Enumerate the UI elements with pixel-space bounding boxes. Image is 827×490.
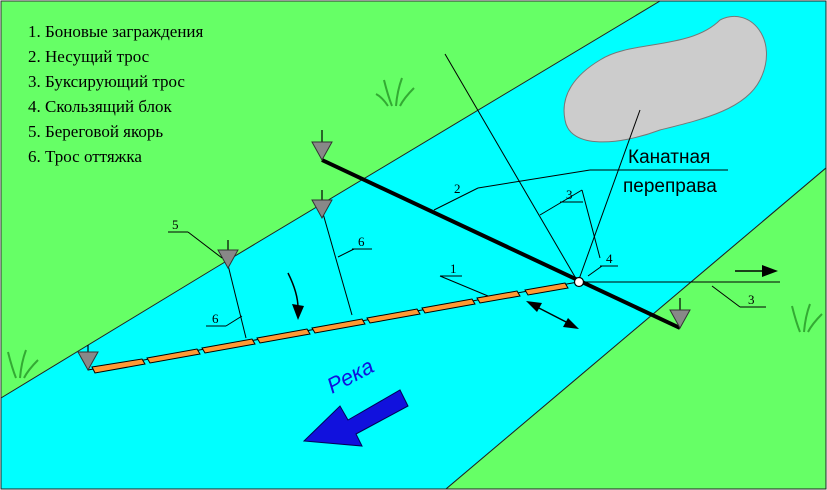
callout-towing-rope-upper: 3 <box>539 187 601 259</box>
legend-item: 4. Скользящий блок <box>28 97 173 116</box>
right-bank <box>444 166 827 490</box>
callout-guy-rope-lower: 6 <box>206 311 243 327</box>
guy-rope <box>227 264 247 339</box>
shore-anchor-icon <box>217 240 239 270</box>
svg-text:2: 2 <box>454 181 461 196</box>
boom-segment <box>256 328 311 344</box>
svg-text:1: 1 <box>450 261 457 276</box>
callout-shore-anchor: 5 <box>168 217 223 259</box>
svg-text:3: 3 <box>748 292 755 307</box>
legend-item: 6. Трос оттяжка <box>28 147 142 166</box>
legend-item: 1. Боновые заграждения <box>28 22 204 41</box>
sliding-block-icon <box>573 276 585 288</box>
river-flow-arrow-icon <box>302 389 409 447</box>
svg-text:6: 6 <box>358 234 365 249</box>
shore-anchor-icon <box>77 345 99 372</box>
shore-anchor-icon <box>669 298 691 330</box>
construction-line <box>444 53 579 283</box>
diagram-title-line2: переправа <box>623 176 717 197</box>
legend: 1. Боновые заграждения 2. Несущий трос 3… <box>28 22 204 166</box>
legend-item: 5. Береговой якорь <box>28 122 163 141</box>
boom-segment <box>311 318 366 334</box>
arrow-right-icon <box>735 265 778 277</box>
callout-boom: 1 <box>439 261 489 297</box>
island <box>563 15 767 143</box>
guy-rope <box>321 209 353 316</box>
svg-text:5: 5 <box>172 217 179 232</box>
boom-segment <box>524 282 569 296</box>
double-arrow-icon <box>526 301 579 329</box>
grass-icon <box>791 303 823 333</box>
svg-text:4: 4 <box>606 251 613 266</box>
grass-icon <box>375 77 415 107</box>
callout-sliding-block: 4 <box>587 251 618 277</box>
callout-carrying-rope: 2 <box>433 169 591 211</box>
legend-item: 2. Несущий трос <box>28 47 150 66</box>
curved-arrow-icon <box>287 272 304 320</box>
legend-item: 3. Буксирующий трос <box>28 72 185 91</box>
callout-guy-rope-upper: 6 <box>337 234 372 258</box>
shore-anchor-icon <box>311 190 333 220</box>
boom-segment <box>91 358 146 374</box>
svg-text:3: 3 <box>566 187 573 202</box>
boom-segment <box>366 308 421 324</box>
boom-segment <box>201 338 256 354</box>
boom-segment <box>146 348 201 364</box>
shore-anchor-icon <box>311 130 333 162</box>
grass-icon <box>7 349 39 379</box>
boom-segment <box>421 298 476 314</box>
boom-segment <box>476 290 521 304</box>
boom <box>87 281 579 374</box>
carrying-rope <box>321 158 681 330</box>
diagram-title-line1: Канатная <box>628 147 710 168</box>
construction-line <box>577 109 641 283</box>
svg-text:6: 6 <box>212 311 219 326</box>
callout-towing-rope-lower: 3 <box>711 285 766 308</box>
